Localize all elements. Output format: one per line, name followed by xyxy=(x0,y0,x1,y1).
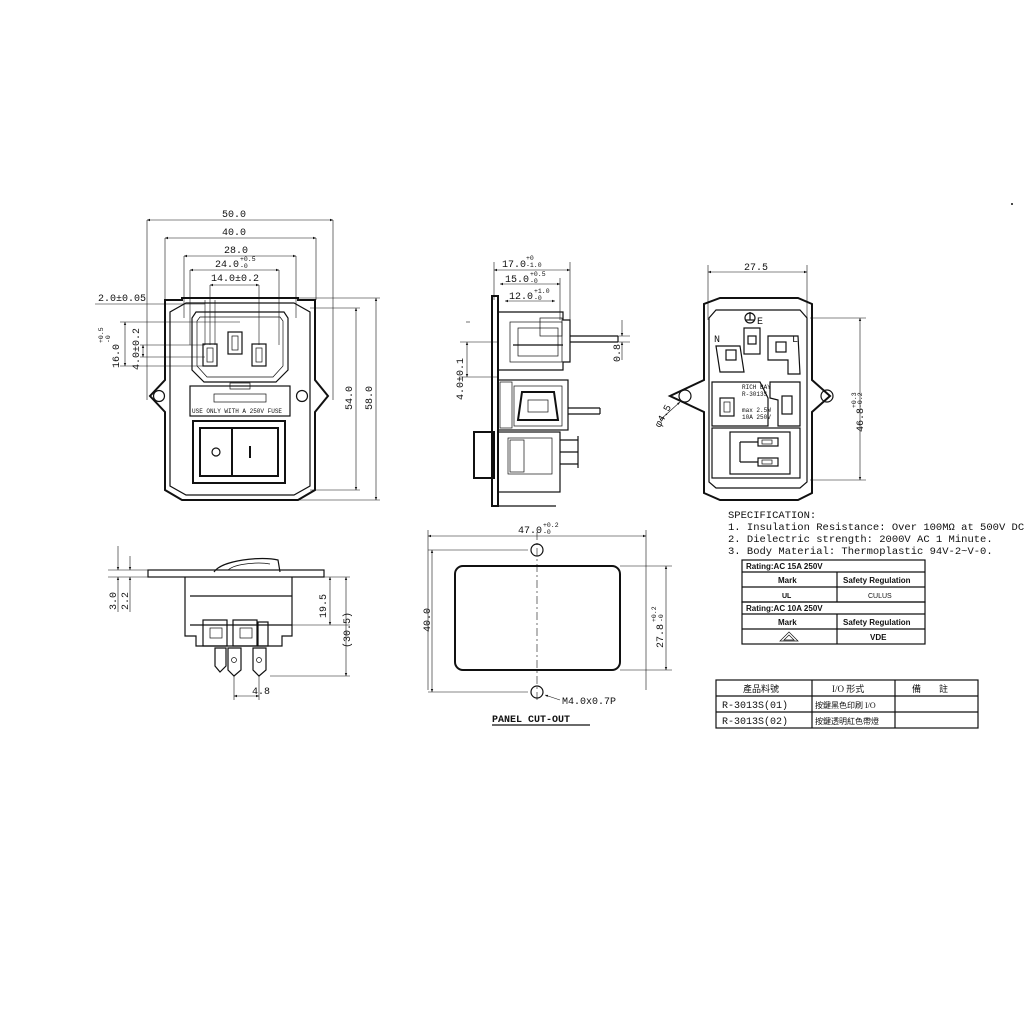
dim-cutout-47: 47.0 xyxy=(518,526,542,537)
dim-side-15: 15.0 xyxy=(505,275,529,286)
dim-front-54: 54.0 xyxy=(345,386,356,410)
cutout-hole-bottom xyxy=(530,685,544,699)
panel-cutout: 47.0 +0.2 -0 40.0 27.8 +0.2 -0 M4.0x0.7P… xyxy=(423,522,672,726)
spec-heading: SPECIFICATION: xyxy=(728,510,816,522)
dim-cutout-47-tol-upper: +0.2 xyxy=(543,522,559,529)
panel-cutout-title: PANEL CUT-OUT xyxy=(492,715,570,726)
rating-1-safety-header: Safety Regulation xyxy=(843,576,911,585)
rating-1-mark-header: Mark xyxy=(778,576,797,585)
ratings-table: Rating:AC 15A 250V Mark Safety Regulatio… xyxy=(741,559,926,645)
vde-mark-icon xyxy=(779,631,799,642)
dim-back-46-8-tol-upper: +0.3 xyxy=(851,392,858,408)
dim-front-pin-width: 2.0±0.05 xyxy=(98,294,146,305)
dim-side-15-tol-lower: -0 xyxy=(530,278,538,285)
stray-dot xyxy=(1011,203,1013,205)
dim-side-17: 17.0 xyxy=(502,260,526,271)
back-mount-hole-right xyxy=(820,389,834,403)
side-view: 17.0 +0 -1.0 15.0 +0.5 -0 12.0 +1.0 -0 0… xyxy=(456,255,630,507)
dim-front-50: 50.0 xyxy=(222,210,246,221)
terminal-n-label: N xyxy=(714,335,720,346)
dim-back-27-5: 27.5 xyxy=(744,263,768,274)
mount-hole-left xyxy=(152,389,166,403)
switch-off-symbol xyxy=(211,447,221,457)
back-view: 27.5 46.8 +0.3 -0.2 φ4.5 E N L xyxy=(654,263,867,501)
rating-1-safety-value: CULUS xyxy=(868,593,892,600)
dim-bottom-2-2: 2.2 xyxy=(121,592,132,610)
specification-block: SPECIFICATION: 1. Insulation Resistance:… xyxy=(728,510,1024,558)
dim-side-17-tol-upper: +0 xyxy=(526,255,534,262)
bottom-view: 3.0 2.2 19.5 (30.5) 4.8 xyxy=(108,546,354,700)
dim-front-16-tol-upper: +0.5 xyxy=(98,327,105,343)
earth-symbol-icon xyxy=(744,312,756,324)
dim-side-17-tol-lower: -1.0 xyxy=(526,262,542,269)
dim-side-12-tol-lower: -0 xyxy=(534,295,542,302)
dim-cutout-47-tol-lower: -0 xyxy=(543,529,551,536)
dim-bottom-4-8: 4.8 xyxy=(252,687,270,698)
cutout-hole-top xyxy=(530,543,544,557)
back-marking-line-4: 10A 250V xyxy=(742,414,771,421)
parts-header-remarks: 備 註 xyxy=(912,683,948,694)
spec-line-2: 2. Dielectric strength: 2000V AC 1 Minut… xyxy=(728,534,993,546)
back-marking-line-1: RICH BAY xyxy=(742,384,771,391)
dim-back-hole-dia: φ4.5 xyxy=(654,404,675,430)
rating-1-label: Rating:AC 15A 250V xyxy=(746,562,823,571)
fuse-label: USE ONLY WITH A 250V FUSE xyxy=(192,408,282,415)
dim-side-4: 4.0±0.1 xyxy=(456,358,467,400)
spec-line-1: 1. Insulation Resistance: Over 100MΩ at … xyxy=(728,522,1024,534)
dim-cutout-27-8-tol-upper: +0.2 xyxy=(651,606,658,622)
dim-front-16-tol-lower: -0 xyxy=(105,335,112,343)
rating-2-safety-header: Safety Regulation xyxy=(843,618,911,627)
dim-side-12: 12.0 xyxy=(509,292,533,303)
dim-back-46-8-tol-lower: -0.2 xyxy=(857,392,864,408)
inlet-pins xyxy=(202,331,267,367)
terminal-l-label: L xyxy=(792,335,798,346)
dim-side-15-tol-upper: +0.5 xyxy=(530,271,546,278)
dim-front-28: 28.0 xyxy=(224,246,248,257)
back-marking-line-2: R-3013S xyxy=(742,391,768,398)
rating-2-label: Rating:AC 10A 250V xyxy=(746,604,823,613)
dim-front-40: 40.0 xyxy=(222,228,246,239)
rating-2-mark-header: Mark xyxy=(778,618,797,627)
dim-bottom-30-5: (30.5) xyxy=(342,612,354,648)
front-view: 50.0 40.0 28.0 24.0 +0.5 -0 14.0±0.2 2.0… xyxy=(95,210,380,501)
dim-cutout-27-8: 27.8 xyxy=(656,624,667,648)
parts-row-1-io-type: 按鍵黑色印刷 I/O xyxy=(815,700,876,710)
dim-cutout-27-8-tol-lower: -0 xyxy=(658,614,665,622)
parts-header-part-no: 產品料號 xyxy=(743,683,779,694)
rating-2-safety-value: VDE xyxy=(870,633,887,642)
parts-header-io-type: I/O 形式 xyxy=(832,683,864,694)
dim-front-58: 58.0 xyxy=(365,386,376,410)
dim-front-16: 16.0 xyxy=(112,344,123,368)
dim-side-0-8: 0.8 xyxy=(613,344,624,362)
dim-side-12-tol-upper: +1.0 xyxy=(534,288,550,295)
dim-bottom-3: 3.0 xyxy=(109,592,120,610)
dim-front-24-tol-lower: -0 xyxy=(240,263,248,270)
terminal-e-label: E xyxy=(757,317,763,328)
dim-front-24: 24.0 xyxy=(215,260,239,271)
dim-front-14: 14.0±0.2 xyxy=(211,274,259,285)
dim-bottom-19-5: 19.5 xyxy=(319,594,330,618)
parts-table: 產品料號 I/O 形式 備 註 R-3013S(01) 按鍵黑色印刷 I/O R… xyxy=(715,679,979,729)
cutout-rectangle xyxy=(454,565,621,671)
dim-cutout-40: 40.0 xyxy=(423,608,434,632)
back-mount-hole-left xyxy=(678,389,692,403)
parts-row-2-io-type: 按鍵透明紅色帶燈 xyxy=(815,716,879,726)
fuse-holder xyxy=(189,385,291,417)
dim-front-24-tol-upper: +0.5 xyxy=(240,256,256,263)
parts-row-1-part-no: R-3013S(01) xyxy=(722,700,788,712)
dim-cutout-thread: M4.0x0.7P xyxy=(562,697,616,708)
ul-mark-icon: UL xyxy=(782,593,792,600)
spec-line-3: 3. Body Material: Thermoplastic 94V-2~V-… xyxy=(728,546,993,558)
mount-hole-right xyxy=(295,389,309,403)
back-marking-line-3: max 2.5W xyxy=(742,407,771,414)
parts-row-2-part-no: R-3013S(02) xyxy=(722,716,788,728)
dim-back-46-8: 46.8 xyxy=(856,408,867,432)
rocker-switch xyxy=(192,420,286,484)
dim-front-4: 4.0±0.2 xyxy=(132,328,143,370)
